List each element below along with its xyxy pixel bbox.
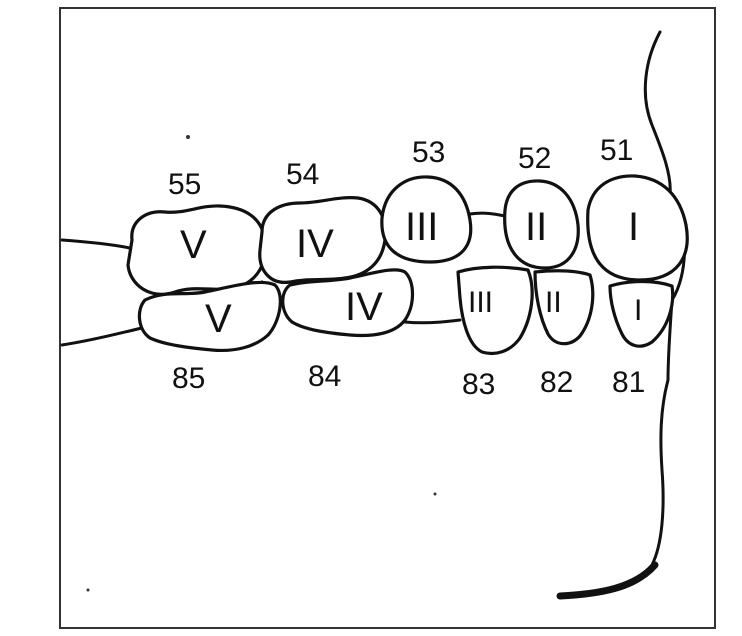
tooth-label-52: II [525, 205, 547, 249]
tooth-label-53: III [405, 205, 438, 249]
scan-speck [186, 135, 190, 139]
tooth-number-52: 52 [518, 142, 551, 175]
scan-speck [434, 493, 437, 496]
tooth-number-54: 54 [286, 158, 319, 191]
tooth-number-51: 51 [600, 134, 633, 167]
scan-speck [87, 589, 90, 592]
tooth-label-82: II [545, 286, 562, 319]
tooth-label-54: IV [296, 222, 334, 266]
tooth-number-53: 53 [412, 136, 445, 169]
tooth-label-55: V [180, 223, 207, 267]
tooth-number-85: 85 [172, 362, 205, 395]
tooth-number-82: 82 [540, 366, 573, 399]
tooth-number-84: 84 [308, 360, 341, 393]
tooth-label-83: III [468, 286, 493, 319]
tooth-number-55: 55 [168, 168, 201, 201]
tooth-label-84: IV [345, 285, 383, 329]
tooth-number-83: 83 [462, 368, 495, 401]
tooth-number-81: 81 [612, 366, 645, 399]
tooth-label-51: I [628, 205, 639, 249]
tooth-label-81: I [634, 294, 642, 327]
tooth-label-85: V [205, 297, 232, 341]
